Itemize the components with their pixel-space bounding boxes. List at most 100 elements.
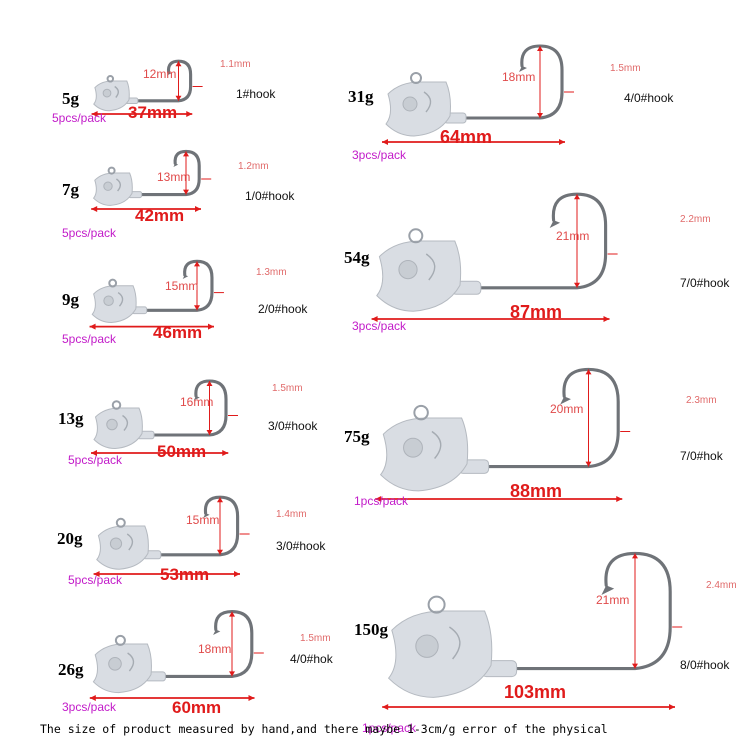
jig-31g: 31g 3pcs/pack 4/0#hook 64mm 18mm 1.5mm (340, 0, 750, 175)
pack-label: 3pcs/pack (352, 319, 407, 333)
hook-wire (132, 59, 193, 103)
hook-point (173, 163, 179, 167)
pack-label: 3pcs/pack (352, 148, 407, 162)
jig-7g: 7g 5pcs/pack 1/0#hook 42mm 13mm 1.2mm (0, 125, 360, 245)
hook-wire (147, 379, 228, 437)
line-eye (413, 404, 429, 421)
gap-arrowhead-bottom (229, 671, 235, 677)
hook-gap-label: 21mm (596, 593, 630, 607)
jig-shape (93, 379, 228, 450)
length-arrowhead-right (186, 111, 193, 117)
length-arrowhead-left (91, 206, 98, 212)
gill-line (425, 253, 436, 281)
head-eye (398, 260, 418, 280)
hook-gap-label: 12mm (143, 67, 177, 81)
lead-head (92, 172, 133, 206)
gap-arrowhead-top (229, 611, 235, 617)
weight-label: 7g (62, 180, 79, 199)
pack-label: 1pcs/pack (362, 721, 417, 735)
pack-label: 5pcs/pack (68, 573, 123, 587)
gap-arrowhead-top (217, 497, 223, 503)
hook-size-label: 1/0#hook (245, 189, 295, 203)
length-label: 46mm (153, 323, 203, 342)
length-label: 60mm (172, 698, 222, 717)
length-label: 50mm (157, 442, 207, 461)
wire-diameter-label: 2.2mm (680, 214, 711, 225)
weight-label: 5g (62, 89, 79, 108)
lead-head (91, 285, 137, 324)
hook-point (193, 396, 200, 401)
length-arrowhead-right (248, 695, 255, 701)
gap-arrowhead-bottom (632, 663, 638, 669)
lead-head (387, 610, 493, 698)
length-arrowhead-left (89, 323, 96, 330)
hook-size-label: 4/0#hook (624, 91, 674, 105)
length-arrowhead-right (195, 206, 201, 212)
hook-point (182, 274, 189, 279)
gap-arrowhead-bottom (206, 430, 213, 435)
jig-150g: 150g 1pcs/pack 8/0#hook 103mm 21mm 2.4mm (340, 525, 750, 734)
jig-shape (92, 149, 201, 206)
jig-20g: 20g 5pcs/pack 3/0#hook 53mm 15mm 1.4mm (0, 490, 360, 600)
jig-9g: 9g 5pcs/pack 2/0#hook 46mm 15mm 1.3mm (0, 245, 360, 370)
hook-gap-label: 15mm (165, 279, 199, 293)
hook-gap-label: 16mm (180, 395, 214, 409)
length-label: 53mm (160, 565, 210, 584)
jig-5g-drawing (91, 59, 203, 117)
length-label: 103mm (504, 682, 567, 702)
jig-9g-drawing (89, 259, 224, 330)
wire-diameter-label: 1.5mm (610, 63, 641, 74)
jig-shape (379, 367, 620, 492)
wire-diameter-label: 1.5mm (272, 383, 303, 394)
hook-size-label: 1#hook (236, 87, 276, 101)
gap-arrowhead-bottom (217, 549, 223, 555)
hook-size-label: 3/0#hook (268, 419, 318, 433)
head-eye (102, 88, 112, 98)
hook-point (601, 585, 615, 595)
length-arrowhead-right (669, 704, 675, 710)
head-eye (106, 418, 118, 431)
wire-diameter-label: 2.3mm (686, 395, 717, 406)
gill-line (449, 626, 461, 660)
gill-line (122, 414, 129, 431)
gap-arrowhead-bottom (175, 95, 182, 101)
length-label: 42mm (135, 206, 185, 225)
line-eye (114, 634, 126, 646)
hook-gap-label: 13mm (157, 170, 191, 184)
jig-5g: 5g 5pcs/pack 1#hook 37mm 12mm 1.1mm (0, 0, 360, 125)
line-eye (107, 166, 116, 175)
jig-75g: 75g 1pcs/pack 7/0#hok 88mm 20mm 2.3mm (340, 345, 750, 525)
hook-wire (154, 495, 240, 557)
hook-point (549, 220, 561, 228)
length-arrowhead-left (91, 450, 97, 456)
gap-arrowhead-top (632, 553, 638, 559)
hook-size-label: 8/0#hook (680, 658, 730, 672)
gap-arrowhead-top (183, 151, 189, 157)
head-eye (403, 437, 423, 458)
jig-13g-drawing (91, 379, 238, 456)
head-eye (402, 96, 418, 112)
length-arrowhead-left (382, 704, 389, 710)
pack-label: 5pcs/pack (68, 453, 123, 467)
hook-point (203, 513, 210, 518)
line-eye (427, 595, 446, 614)
hook-wire (158, 610, 254, 678)
weight-label: 75g (344, 427, 370, 446)
line-eye (408, 228, 424, 244)
lead-head (96, 525, 149, 570)
jig-shape (93, 59, 193, 112)
length-arrowhead-right (603, 316, 610, 322)
hook-wire (478, 367, 620, 469)
hook-gap-label: 21mm (556, 229, 590, 243)
length-arrowhead-right (234, 571, 240, 577)
hook-gap-label: 18mm (502, 70, 536, 84)
jig-shape (92, 610, 254, 694)
hook-wire (505, 551, 672, 671)
pack-label: 5pcs/pack (62, 226, 117, 240)
gap-arrowhead-top (537, 46, 543, 51)
head-eye (103, 181, 113, 191)
hook-point (166, 72, 172, 76)
hook-size-label: 3/0#hook (276, 539, 326, 553)
gill-line (127, 652, 135, 672)
